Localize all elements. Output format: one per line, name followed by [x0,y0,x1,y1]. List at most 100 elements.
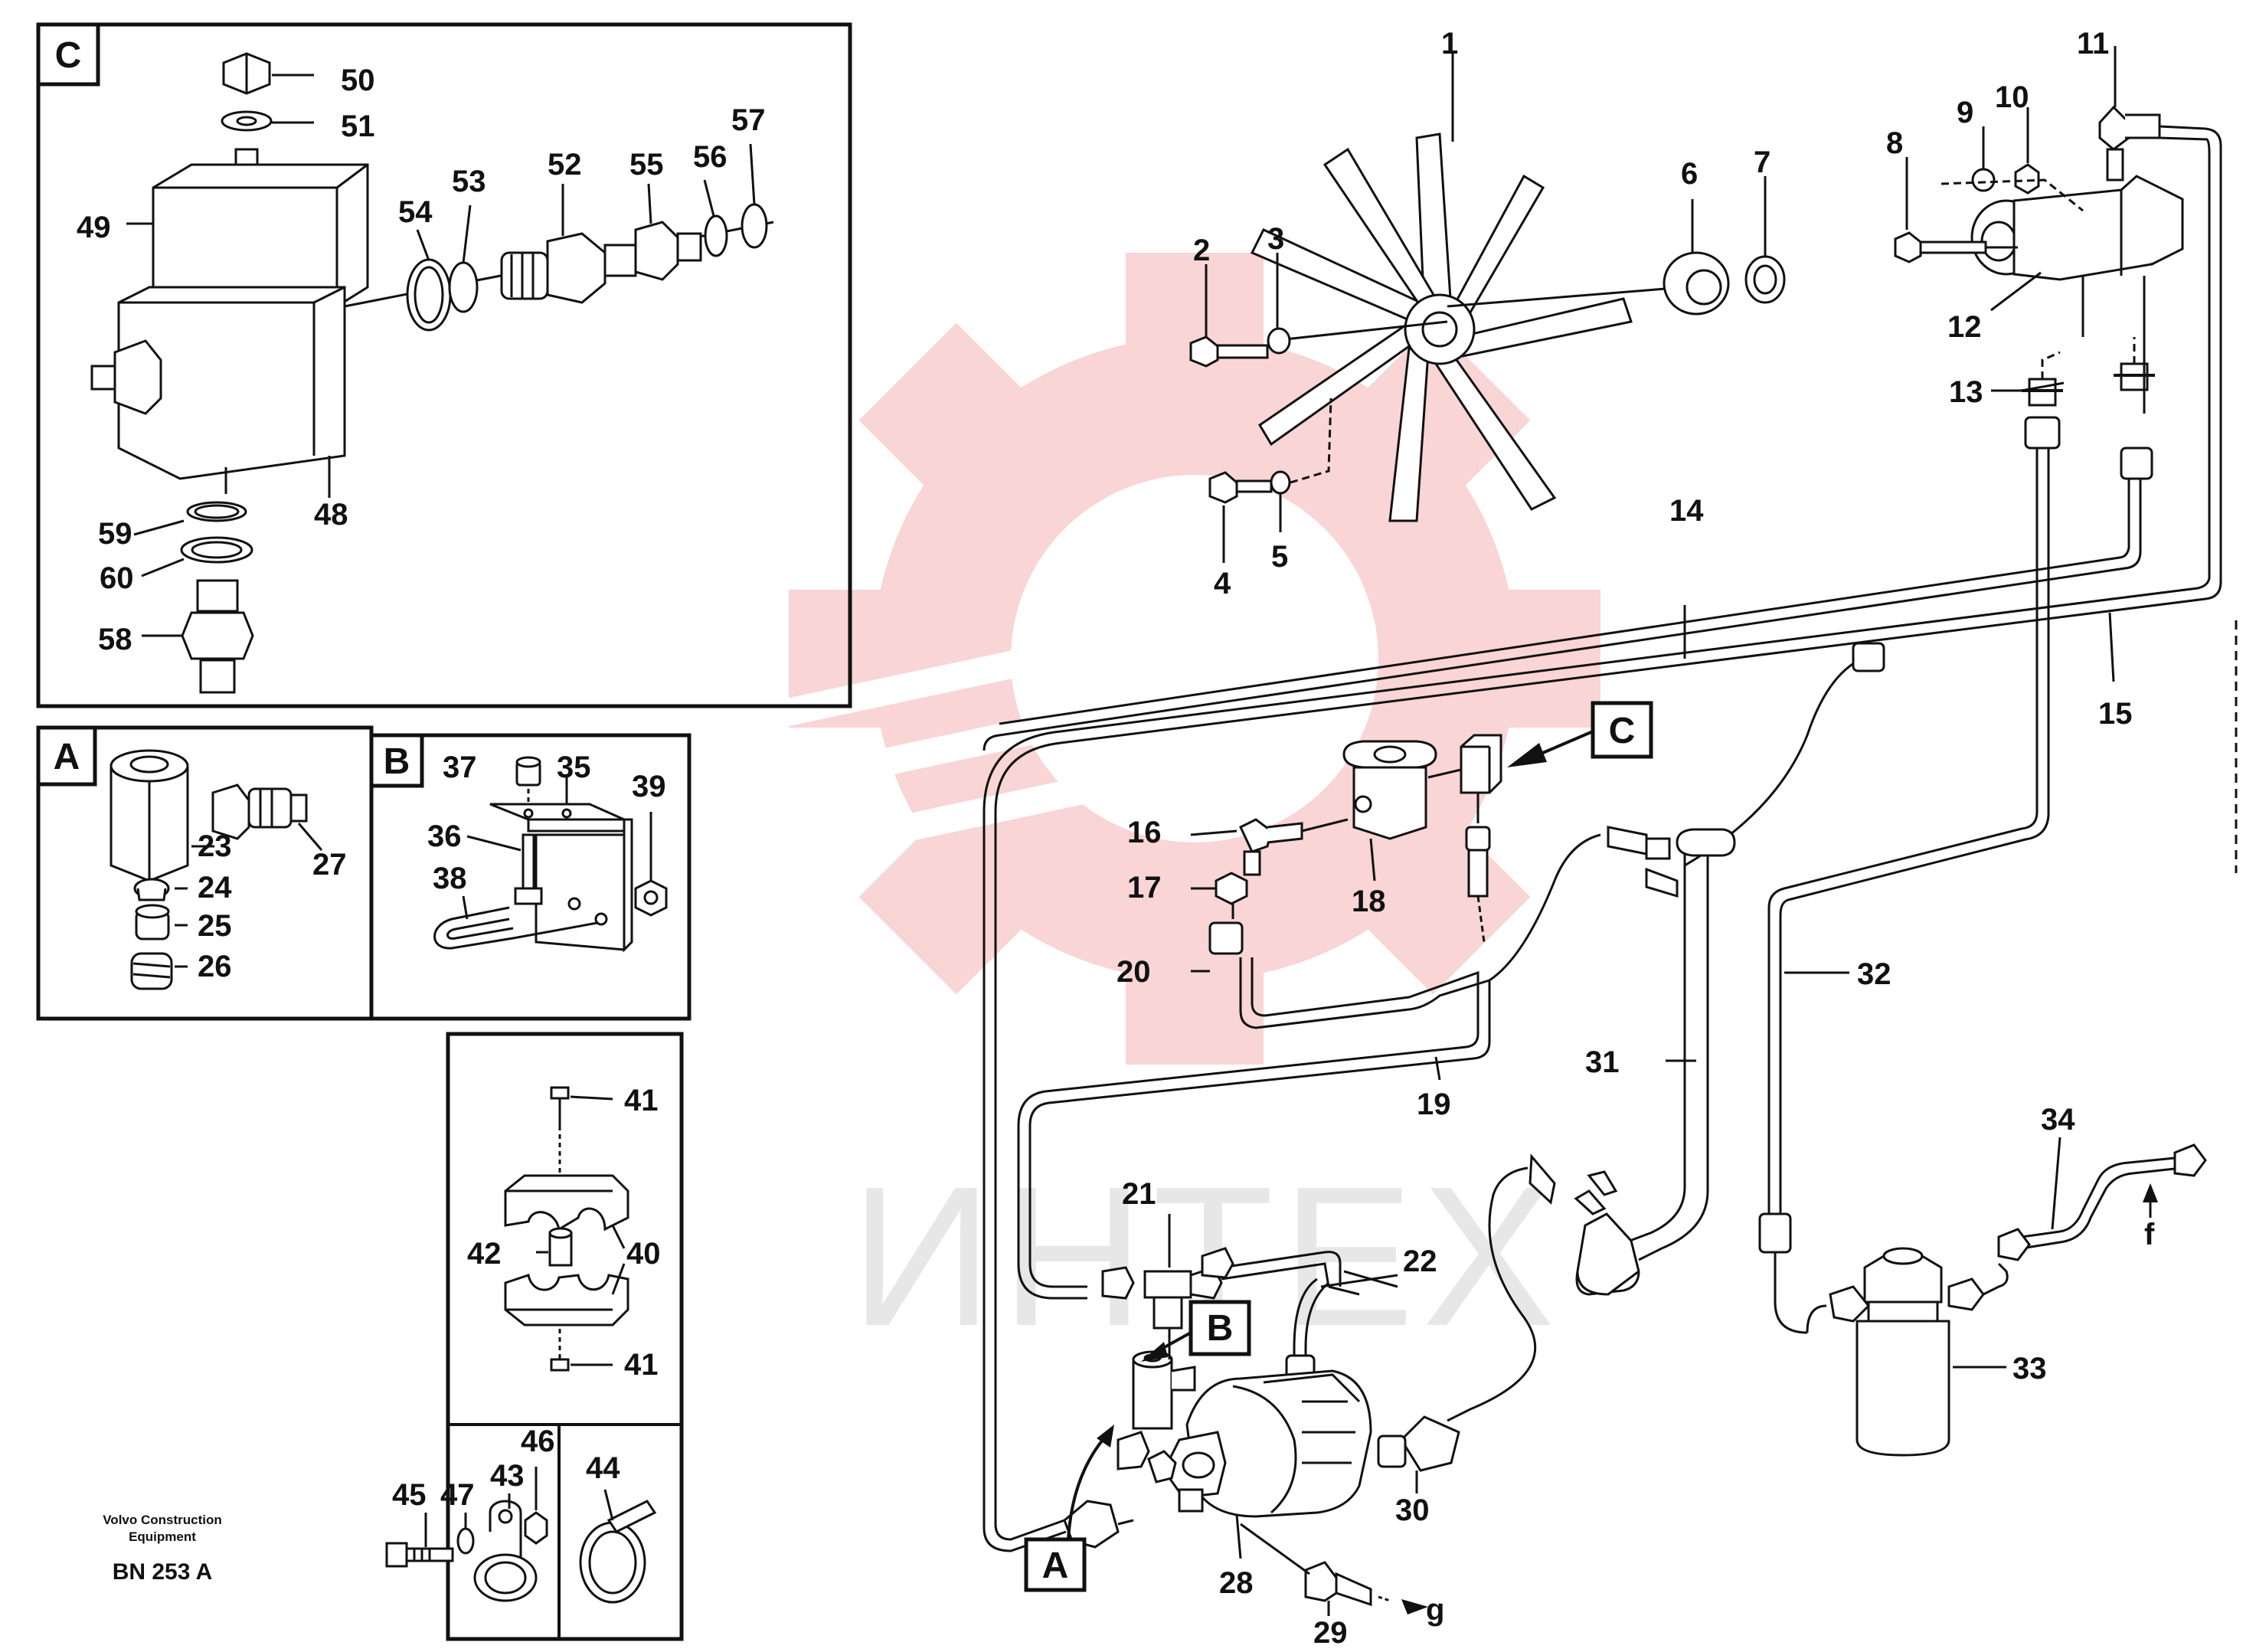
pipe-22 [1221,1251,1342,1287]
label-53: 53 [452,165,486,198]
label-32: 32 [1857,957,1891,991]
flange-31-top [1676,828,1736,857]
panel-c-frame [36,22,852,708]
pipe-15 [994,125,2222,1541]
arrow-f [2143,1183,2158,1202]
label-50: 50 [341,64,375,97]
label-17: 17 [1127,871,1162,905]
ring-57 [741,203,768,249]
label-20: 20 [1117,955,1151,989]
label-60: 60 [100,561,134,595]
fitting-11 [2098,105,2161,182]
company-line-2: Equipment [129,1529,196,1544]
bolt-45 [385,1542,408,1568]
callout-b-letter: B [1207,1308,1234,1349]
callout-b: B [1141,1300,1251,1362]
panel-c: C [36,22,852,708]
label-48: 48 [314,498,348,532]
pump-28 [1147,1369,1372,1518]
hydraulic-motor-assembly: 11 10 9 8 12 13 [1886,27,2184,414]
nut-46 [524,1511,548,1545]
label-41-bottom: 41 [624,1348,659,1382]
callout-c-letter: C [1609,711,1636,751]
label-33: 33 [2012,1352,2047,1385]
hose-end-20 [1208,921,1244,955]
label-57: 57 [731,103,766,137]
bolt-36 [514,833,543,905]
arrow-g [1401,1599,1428,1614]
label-58: 58 [98,623,132,656]
label-49: 49 [77,211,111,244]
main-labels: 14 15 16 17 18 19 20 21 22 28 29 30 31 3… [1117,494,2133,1650]
block-18 [1342,740,1437,840]
nut-10 [2014,163,2040,195]
label-8: 8 [1886,126,1903,160]
motor-12 [1970,175,2184,281]
pipe-19 [1028,957,1491,1288]
hose-34 [2021,1156,2176,1238]
label-34: 34 [2041,1103,2075,1137]
label-29: 29 [1313,1616,1348,1648]
label-2: 2 [1193,234,1210,267]
label-24: 24 [198,871,232,905]
washer-5 [1270,470,1291,495]
company-line-1: Volvo Construction [103,1513,222,1527]
label-22: 22 [1403,1245,1437,1278]
label-19: 19 [1417,1088,1451,1121]
label-12: 12 [1947,310,1982,344]
valve-body-48 [90,286,346,480]
nut-17 [1215,872,1248,905]
label-23: 23 [198,829,232,863]
label-46: 46 [521,1425,555,1458]
label-40: 40 [626,1237,661,1271]
adapter-13 [2022,362,2155,407]
label-47: 47 [440,1478,475,1512]
hose-30 [1400,1415,1460,1472]
callout-a-letter: A [1042,1546,1069,1586]
hose-clamp-44 [579,1500,657,1604]
label-10: 10 [1995,80,2029,114]
label-3: 3 [1267,222,1284,256]
tee-21 [1101,1266,1223,1330]
ring-7 [1744,255,1786,304]
washer-3 [1267,327,1291,355]
label-15: 15 [2098,697,2133,731]
bracket-35 [489,803,633,953]
label-4: 4 [1214,567,1231,600]
panel-clamps: 41 42 40 41 45 47 43 46 44 [385,1032,684,1641]
hose-end-13-right [2120,447,2153,480]
label-13: 13 [1949,375,1983,409]
flow-letter-g: g [1426,1593,1444,1627]
label-39: 39 [632,770,666,803]
panel-c-letter: C [55,35,82,76]
label-36: 36 [427,819,462,853]
label-38: 38 [433,862,467,895]
nut-37 [515,756,541,787]
label-54: 54 [398,195,433,229]
panel-a-letter-box [36,725,97,787]
nipple-27 [211,783,308,840]
label-30: 30 [1395,1493,1430,1527]
fan-1 [1250,132,1633,522]
callout-a: A [1024,1425,1114,1592]
label-26: 26 [198,950,232,983]
ring-53 [448,261,479,313]
nut-50 [222,52,271,95]
label-27: 27 [312,848,347,882]
label-37: 37 [443,751,477,784]
label-28: 28 [1219,1566,1254,1600]
label-11: 11 [2077,27,2109,61]
bolt-8 [1894,231,1922,263]
watermark-gear [721,253,1600,1065]
washer-9 [1971,168,1996,192]
panel-c-letter-box [36,22,100,87]
panel-a-letter: A [54,737,80,777]
label-52: 52 [548,148,582,182]
bolt-41-bottom [550,1358,570,1372]
panel-clamps-frame [446,1032,684,1641]
pipe-14 [983,460,2142,751]
label-56: 56 [693,140,727,174]
cap-nut-23 [110,749,189,882]
